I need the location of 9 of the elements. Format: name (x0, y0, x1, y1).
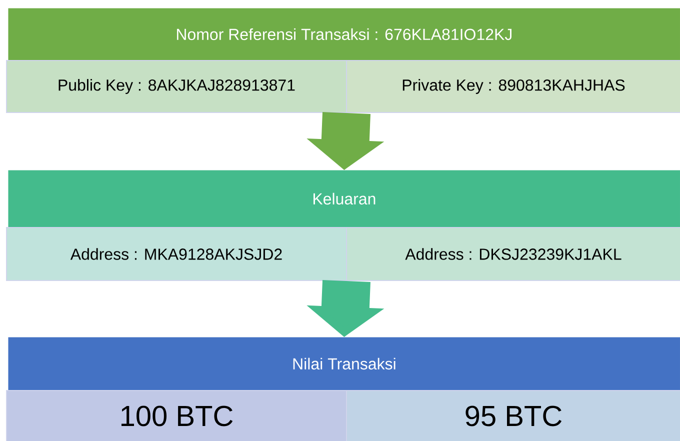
header-band: Nilai Transaksi (8, 337, 680, 390)
header-band: Keluaran (8, 170, 680, 228)
table-cell: 95 BTC (346, 390, 680, 441)
table-cell: Address : DKSJ23239KJ1AKL (346, 227, 680, 281)
table-cell: 100 BTC (6, 390, 347, 441)
header-band: Nomor Referensi Transaksi : 676KLA81IO12KJ (8, 8, 680, 60)
table-cell: Private Key : 890813KAHJHAS (346, 60, 680, 113)
table-cell: Address : MKA9128AKJSJD2 (6, 227, 347, 281)
table-cell: Public Key : 8AKJKAJ828913871 (6, 60, 347, 113)
